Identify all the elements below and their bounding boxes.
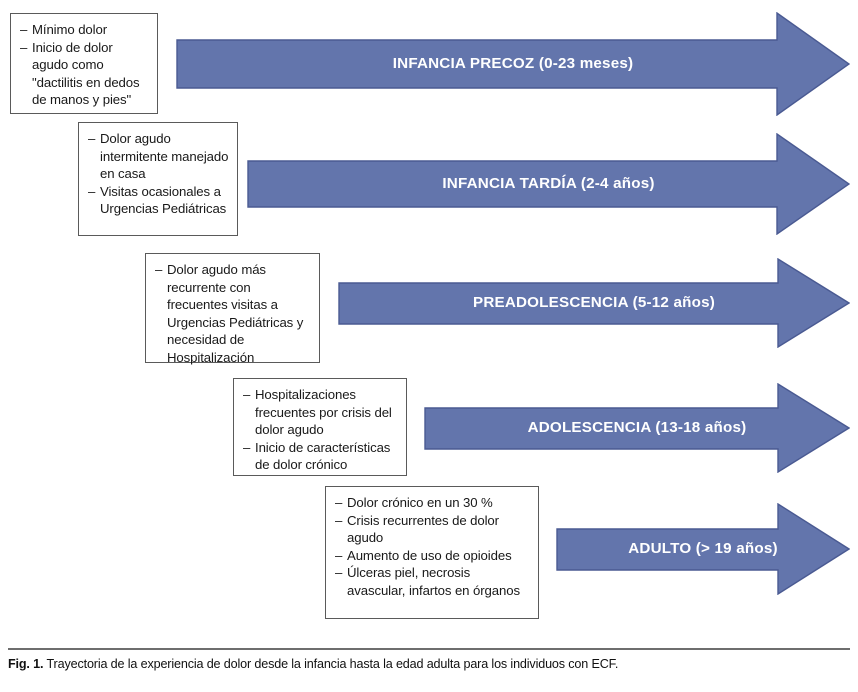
arrow-shape-icon — [247, 133, 850, 235]
list-item: Inicio de dolor agudo como "dactilitis e… — [20, 39, 149, 109]
list-item: Hospitalizaciones frecuentes por crisis … — [243, 386, 398, 439]
figure-caption-text: Trayectoria de la experiencia de dolor d… — [46, 657, 619, 671]
list-item: Aumento de uso de opioides — [335, 547, 530, 565]
callout-box-infancia-precoz: Mínimo dolor Inicio de dolor agudo como … — [10, 13, 158, 114]
callout-bullet-list: Mínimo dolor Inicio de dolor agudo como … — [20, 21, 149, 109]
list-item: Mínimo dolor — [20, 21, 149, 39]
callout-box-adulto: Dolor crónico en un 30 % Crisis recurren… — [325, 486, 539, 619]
list-item: Visitas ocasionales a Urgencias Pediátri… — [88, 183, 229, 218]
callout-bullet-list: Dolor agudo más recurrente con frecuente… — [155, 261, 311, 366]
arrow-shape-icon — [424, 383, 850, 473]
arrow-shape-icon — [338, 258, 850, 348]
list-item: Inicio de características de dolor cróni… — [243, 439, 398, 474]
list-item: Dolor agudo más recurrente con frecuente… — [155, 261, 311, 366]
stage-arrow-adolescencia: ADOLESCENCIA (13-18 años) — [424, 383, 850, 473]
stage-arrow-infancia-precoz: INFANCIA PRECOZ (0-23 meses) — [176, 12, 850, 116]
arrow-shape-icon — [556, 503, 850, 595]
list-item: Dolor crónico en un 30 % — [335, 494, 530, 512]
stage-arrow-adulto: ADULTO (> 19 años) — [556, 503, 850, 595]
arrow-shape-icon — [176, 12, 850, 116]
stage-arrow-preadolescencia: PREADOLESCENCIA (5-12 años) — [338, 258, 850, 348]
callout-box-adolescencia: Hospitalizaciones frecuentes por crisis … — [233, 378, 407, 476]
callout-bullet-list: Dolor agudo intermitente manejado en cas… — [88, 130, 229, 218]
stage-arrow-infancia-tardia: INFANCIA TARDÍA (2-4 años) — [247, 133, 850, 235]
figure-caption: Fig. 1. Trayectoria de la experiencia de… — [8, 656, 854, 672]
callout-bullet-list: Hospitalizaciones frecuentes por crisis … — [243, 386, 398, 474]
list-item: Crisis recurrentes de dolor agudo — [335, 512, 530, 547]
callout-bullet-list: Dolor crónico en un 30 % Crisis recurren… — [335, 494, 530, 599]
caption-divider — [8, 648, 850, 650]
list-item: Dolor agudo intermitente manejado en cas… — [88, 130, 229, 183]
figure-number: Fig. 1. — [8, 657, 44, 671]
list-item: Úlceras piel, necrosis avascular, infart… — [335, 564, 530, 599]
callout-box-infancia-tardia: Dolor agudo intermitente manejado en cas… — [78, 122, 238, 236]
callout-box-preadolescencia: Dolor agudo más recurrente con frecuente… — [145, 253, 320, 366]
